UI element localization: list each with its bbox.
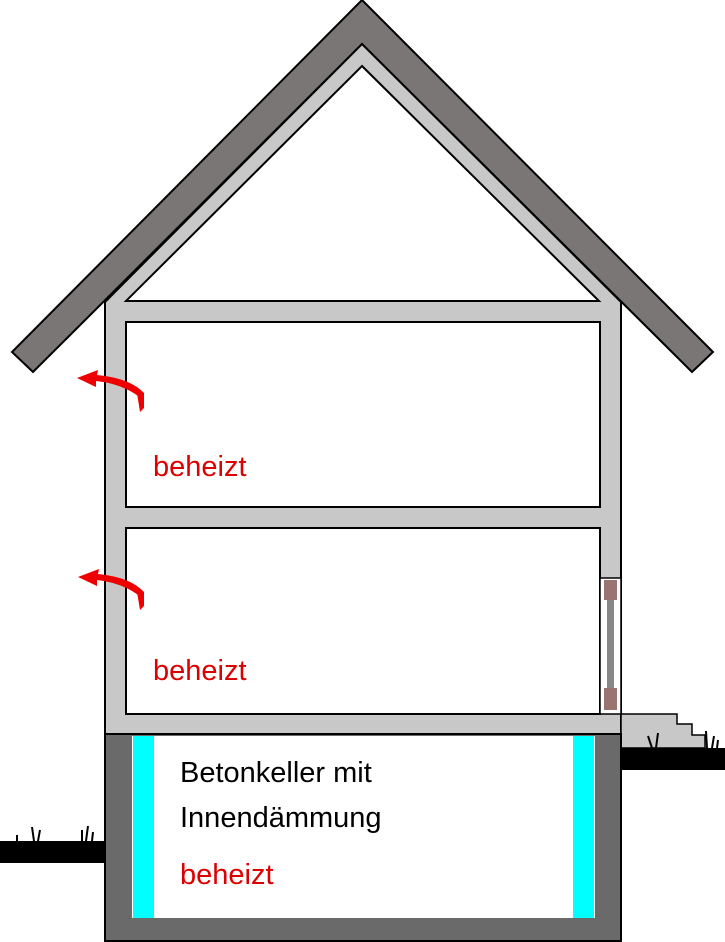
heat-loss-arrow-icon: [78, 569, 144, 610]
ground-right: [621, 748, 725, 770]
grass-left: [16, 825, 94, 842]
ground-floor-room: [125, 527, 601, 715]
insulation-right: [573, 736, 594, 918]
ground-floor-label: beheizt: [153, 655, 247, 687]
window: [599, 577, 622, 715]
basement-title-line1: Betonkeller mit: [180, 757, 372, 789]
insulation-left: [133, 736, 154, 918]
basement-room: [132, 736, 595, 918]
basement-label: beheizt: [180, 859, 274, 891]
heat-loss-arrow-icon: [77, 370, 144, 412]
upper-floor-room: [125, 321, 601, 508]
terrace-steps: [620, 713, 706, 749]
basement-title-line2: Innendämmung: [180, 802, 382, 834]
attic-space: [123, 64, 602, 302]
grass-right: [647, 730, 719, 749]
upper-floor-label: beheizt: [153, 451, 247, 483]
ground-left: [0, 841, 105, 863]
